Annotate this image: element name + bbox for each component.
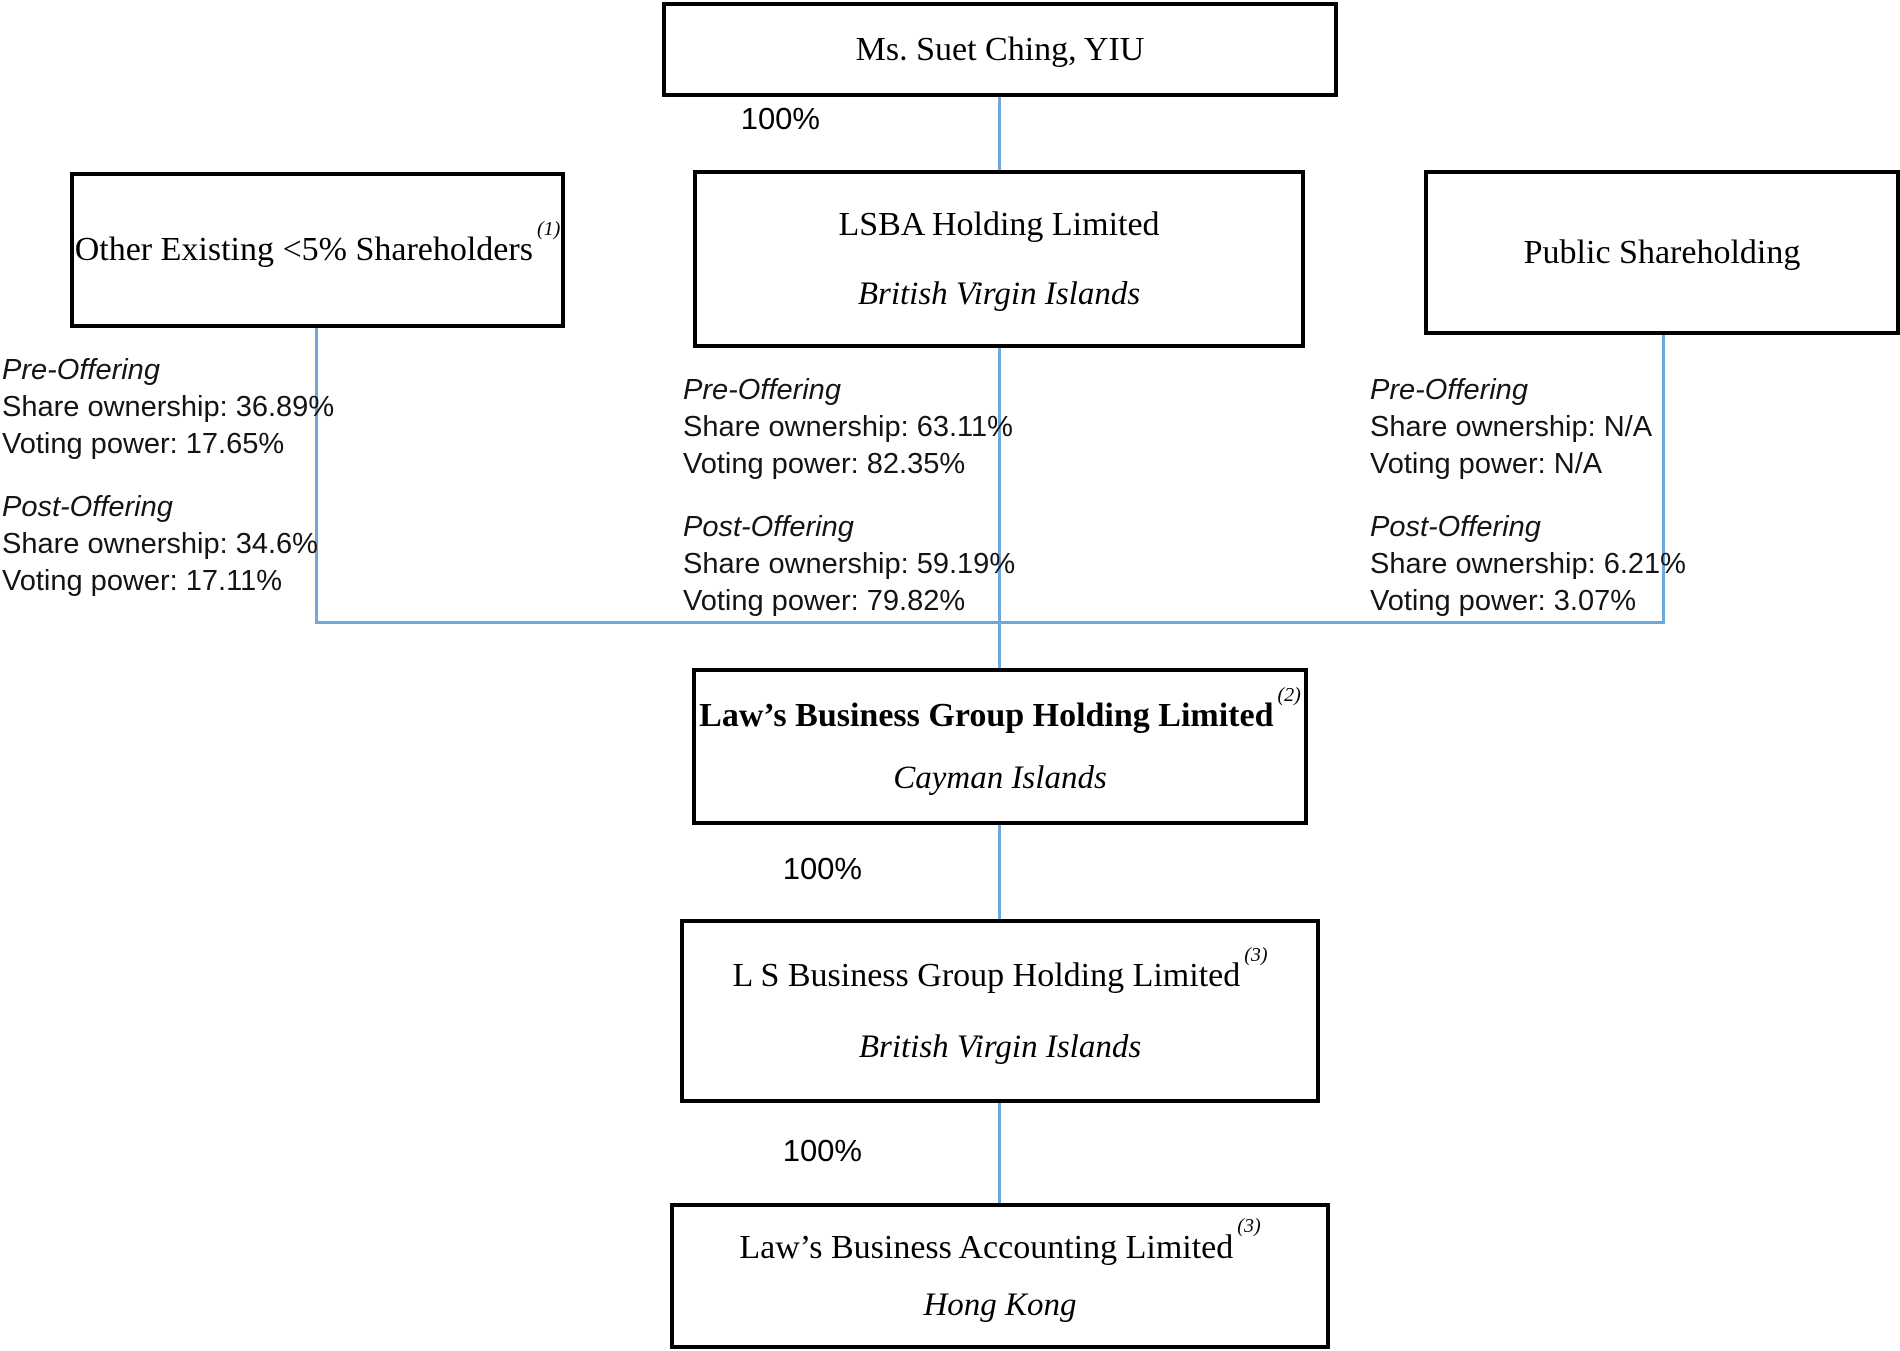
- ownership-label-group-to-ls: 100%: [782, 851, 862, 886]
- node-jurisdiction: Hong Kong: [923, 1287, 1077, 1324]
- node-title-text: Law’s Business Group Holding Limited: [699, 697, 1274, 735]
- ownership-label-ls-to-accounting: 100%: [782, 1133, 862, 1168]
- node-title: LSBA Holding Limited: [838, 206, 1160, 244]
- node-title: Law’s Business Group Holding Limited(2): [699, 684, 1301, 735]
- node-title-text: Other Existing <5% Shareholders: [74, 231, 533, 269]
- node-title: L S Business Group Holding Limited(3): [732, 944, 1267, 995]
- connector-ls-to-accounting: [998, 1103, 1001, 1205]
- stats-public-shareholding: Pre-Offering Share ownership: N/A Voting…: [1370, 372, 1686, 646]
- stats-heading: Pre-Offering: [2, 354, 160, 386]
- footnote-marker: (3): [1237, 1215, 1261, 1238]
- connector-horizontal-tie: [315, 621, 1665, 624]
- stats-heading: Pre-Offering: [1370, 374, 1528, 406]
- stats-voting-power: Voting power: 3.07%: [1370, 585, 1637, 617]
- node-title: Other Existing <5% Shareholders(1): [74, 218, 561, 269]
- stats-post-offering: Post-Offering Share ownership: 59.19% Vo…: [683, 509, 1015, 620]
- stats-pre-offering: Pre-Offering Share ownership: 36.89% Vot…: [2, 352, 334, 463]
- stats-other-existing-shareholders: Pre-Offering Share ownership: 36.89% Vot…: [2, 352, 334, 626]
- node-jurisdiction: Cayman Islands: [893, 759, 1107, 796]
- connector-other-shareholders-down: [315, 328, 318, 624]
- stats-heading: Post-Offering: [2, 491, 173, 523]
- node-title-text: L S Business Group Holding Limited: [732, 957, 1241, 995]
- connector-lsba-to-group: [998, 348, 1001, 668]
- node-lsba-holding-limited: LSBA Holding Limited British Virgin Isla…: [693, 170, 1305, 348]
- stats-share-ownership: Share ownership: 63.11%: [683, 411, 1013, 443]
- node-public-shareholding: Public Shareholding: [1424, 170, 1900, 335]
- node-title: Law’s Business Accounting Limited(3): [739, 1215, 1260, 1267]
- stats-lsba-holding: Pre-Offering Share ownership: 63.11% Vot…: [683, 372, 1015, 646]
- stats-share-ownership: Share ownership: N/A: [1370, 411, 1653, 443]
- node-title: Public Shareholding: [1523, 233, 1801, 271]
- stats-voting-power: Voting power: 17.65%: [2, 428, 285, 460]
- node-laws-business-group-holding: Law’s Business Group Holding Limited(2) …: [692, 668, 1308, 825]
- ownership-label-owner-to-lsba: 100%: [740, 101, 820, 136]
- stats-post-offering: Post-Offering Share ownership: 34.6% Vot…: [2, 489, 334, 600]
- stats-heading: Post-Offering: [683, 511, 854, 543]
- stats-post-offering: Post-Offering Share ownership: 6.21% Vot…: [1370, 509, 1686, 620]
- connector-group-to-ls: [998, 825, 1001, 921]
- connector-owner-to-lsba: [998, 97, 1001, 172]
- node-other-existing-shareholders: Other Existing <5% Shareholders(1): [70, 172, 565, 328]
- stats-voting-power: Voting power: 79.82%: [683, 585, 966, 617]
- stats-voting-power: Voting power: 82.35%: [683, 448, 966, 480]
- stats-pre-offering: Pre-Offering Share ownership: 63.11% Vot…: [683, 372, 1015, 483]
- node-jurisdiction: British Virgin Islands: [858, 1028, 1142, 1065]
- node-jurisdiction: British Virgin Islands: [857, 275, 1141, 312]
- stats-voting-power: Voting power: 17.11%: [2, 565, 282, 597]
- stats-share-ownership: Share ownership: 34.6%: [2, 528, 318, 560]
- stats-share-ownership: Share ownership: 36.89%: [2, 391, 335, 423]
- node-ls-business-group-holding: L S Business Group Holding Limited(3) Br…: [680, 919, 1320, 1103]
- stats-share-ownership: Share ownership: 6.21%: [1370, 548, 1686, 580]
- footnote-marker: (1): [536, 218, 561, 241]
- stats-share-ownership: Share ownership: 59.19%: [683, 548, 1016, 580]
- node-title-text: Law’s Business Accounting Limited: [739, 1228, 1234, 1266]
- stats-heading: Pre-Offering: [683, 374, 841, 406]
- node-laws-business-accounting: Law’s Business Accounting Limited(3) Hon…: [670, 1203, 1330, 1349]
- node-ms-suet-ching-yiu: Ms. Suet Ching, YIU: [662, 2, 1338, 97]
- node-title: Ms. Suet Ching, YIU: [855, 30, 1145, 68]
- stats-heading: Post-Offering: [1370, 511, 1541, 543]
- stats-voting-power: Voting power: N/A: [1370, 448, 1603, 480]
- connector-public-shareholding-down: [1662, 335, 1665, 624]
- stats-pre-offering: Pre-Offering Share ownership: N/A Voting…: [1370, 372, 1686, 483]
- footnote-marker: (2): [1277, 683, 1301, 706]
- footnote-marker: (3): [1244, 943, 1268, 966]
